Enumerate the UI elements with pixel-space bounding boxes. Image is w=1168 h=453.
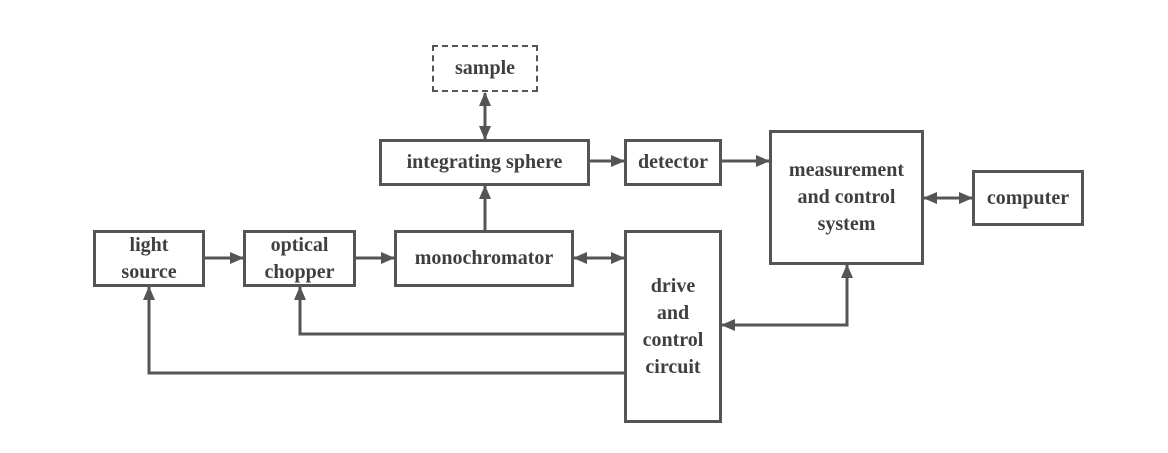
computer-label: computer — [986, 186, 1070, 209]
monochromator-label: monochromator — [414, 247, 554, 269]
optical-chopper-label: optical chopper — [264, 233, 335, 283]
light-source-label: light source — [121, 233, 177, 283]
computer-box: computer — [972, 170, 1084, 226]
optical-chopper-box: optical chopper — [243, 230, 356, 287]
arrow-drive-measurement — [721, 264, 853, 331]
detector-label: detector — [638, 151, 708, 173]
sample-box: sample — [432, 45, 538, 92]
arrow-drive-chopper — [294, 286, 627, 336]
detector-box: detector — [624, 139, 722, 186]
integrating-sphere-box: integrating sphere — [379, 139, 590, 186]
measurement-control-label: measurement and control system — [788, 159, 905, 235]
light-source-box: light source — [93, 230, 205, 287]
drive-control-circuit-label: drive and control circuit — [642, 274, 704, 378]
sample-label: sample — [455, 57, 515, 79]
measurement-control-box: measurement and control system — [769, 130, 924, 265]
arrow-drive-light — [143, 286, 627, 375]
integrating-sphere-label: integrating sphere — [406, 151, 563, 173]
monochromator-box: monochromator — [394, 230, 574, 287]
drive-control-circuit-box: drive and control circuit — [624, 230, 722, 423]
